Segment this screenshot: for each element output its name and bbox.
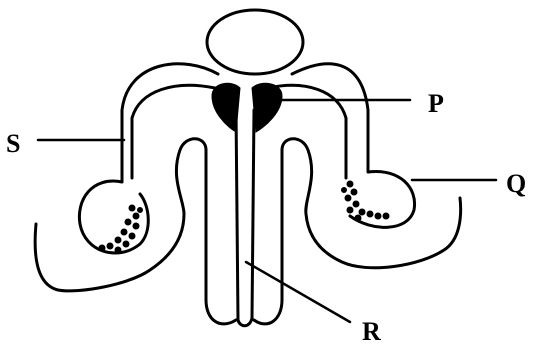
- top-bulb: [207, 10, 303, 74]
- left-flank: [35, 224, 58, 290]
- label-r: R: [362, 317, 381, 344]
- leader-line-r: [246, 262, 350, 322]
- gland-right: [252, 83, 282, 132]
- label-p: P: [428, 89, 444, 118]
- gland-left: [212, 83, 240, 132]
- label-s: S: [6, 129, 20, 158]
- label-q: Q: [506, 169, 526, 198]
- right-testis-dots: [342, 181, 390, 221]
- outer-tube: [79, 64, 218, 253]
- inner-tube-left: [132, 85, 215, 178]
- central-shaft: [236, 110, 254, 326]
- right-fold: [254, 139, 461, 324]
